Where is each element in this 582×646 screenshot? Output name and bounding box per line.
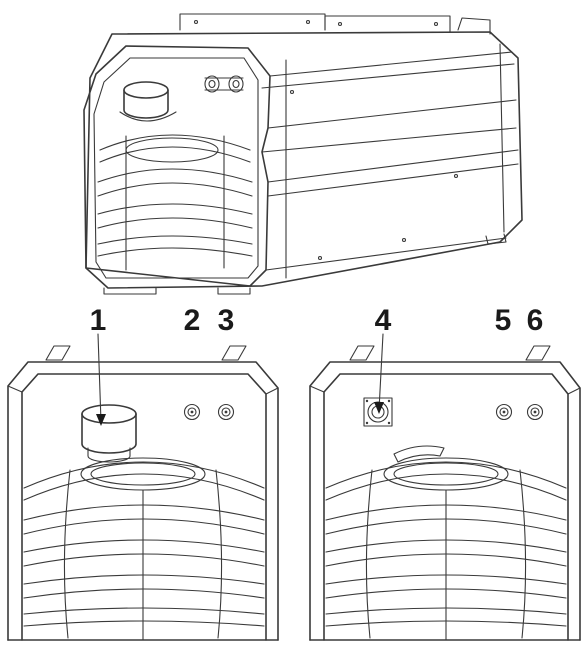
front-view-left [7, 333, 279, 641]
front-frame-inner [93, 57, 259, 279]
fill-cap [81, 404, 137, 463]
callout-3: 3 [218, 304, 235, 337]
slot [393, 445, 445, 463]
top-handle [457, 17, 491, 35]
callout-5: 5 [495, 304, 512, 337]
grille-left [23, 457, 265, 641]
callout-6: 6 [527, 304, 544, 337]
isometric-view [83, 13, 523, 295]
connectors-iso [204, 75, 244, 93]
ports-5-6 [495, 403, 544, 421]
ports-2-3 [183, 403, 235, 421]
callout-4: 4 [375, 304, 392, 337]
grille-right [325, 457, 567, 641]
body-outline [85, 31, 523, 289]
front-frame [83, 45, 271, 287]
callout-2: 2 [184, 304, 201, 337]
left-shell [7, 361, 279, 641]
callouts: 1 2 3 4 5 6 [90, 304, 544, 337]
right-shell [309, 361, 581, 641]
front-grille-iso [97, 134, 253, 271]
front-view-right [309, 333, 581, 641]
top-rail-left [179, 13, 326, 31]
callout-1: 1 [90, 304, 107, 337]
top-rail-right [324, 15, 451, 33]
